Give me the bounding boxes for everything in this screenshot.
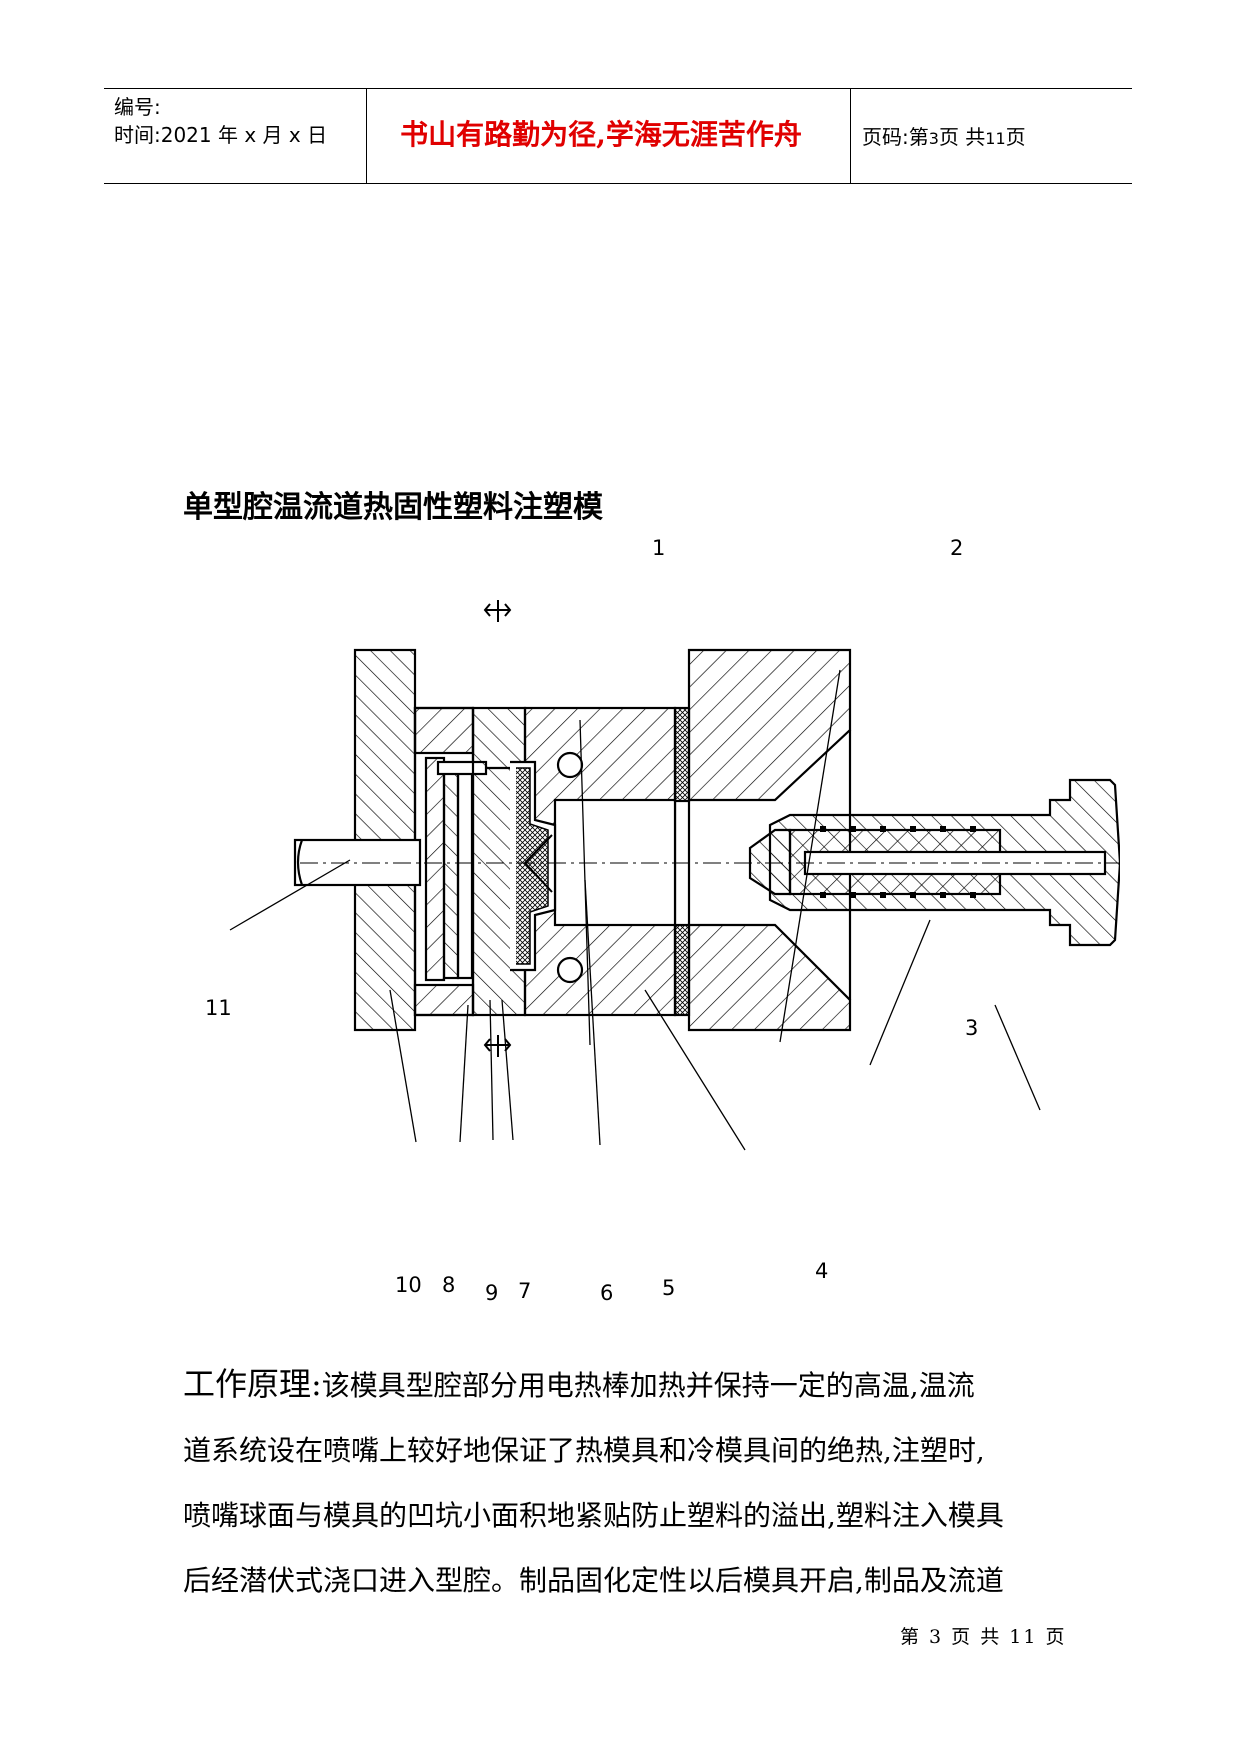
body-line-4: 后经潜伏式浇口进入型腔。制品固化定性以后模具开启,制品及流道: [183, 1564, 1004, 1597]
page-prefix: 页码:第: [862, 125, 929, 149]
label-3: 3: [965, 1016, 978, 1040]
label-5: 5: [662, 1276, 675, 1300]
body-line-2: 道系统设在喷嘴上较好地保证了热模具和冷模具间的绝热,注塑时,: [183, 1434, 985, 1467]
motto: 书山有路勤为径,学海无涯苦作舟: [400, 118, 802, 151]
body-lead: 工作原理:: [183, 1365, 322, 1403]
page-indicator: 页码:第3页 共11页: [862, 121, 1026, 150]
body-text: 工作原理:该模具型腔部分用电热棒加热并保持一定的高温,温流 道系统设在喷嘴上较好…: [183, 1352, 1063, 1613]
page-number: 3: [928, 129, 939, 148]
body-line-3: 喷嘴球面与模具的凹坑小面积地紧贴防止塑料的溢出,塑料注入模具: [183, 1499, 1004, 1532]
label-6: 6: [600, 1281, 613, 1305]
page-suffix: 页: [1005, 125, 1026, 149]
page-footer: 第 3 页 共 11 页: [900, 1626, 1067, 1648]
mold-diagram: 1 2 3 4 5 6 7 8 9 10 11: [190, 530, 1122, 1310]
label-8: 8: [442, 1273, 455, 1297]
label-4: 4: [815, 1259, 828, 1283]
document-title: 单型腔温流道热固性塑料注塑模: [183, 490, 603, 525]
label-9: 9: [485, 1281, 498, 1305]
page-total: 11: [985, 129, 1006, 148]
label-7: 7: [518, 1279, 531, 1303]
code-label: 编号:: [114, 95, 161, 119]
header-divider-2: [850, 89, 851, 183]
header-divider-1: [366, 89, 367, 183]
label-2: 2: [950, 536, 963, 560]
label-11: 11: [205, 996, 232, 1020]
header-left-cell: 编号: 时间:2021 年 x 月 x 日: [114, 93, 327, 149]
page-mid: 页 共: [938, 125, 986, 149]
label-10: 10: [395, 1273, 422, 1297]
body-line-1-text: 该模具型腔部分用电热棒加热并保持一定的高温,温流: [321, 1369, 975, 1402]
label-1: 1: [652, 536, 665, 560]
header-table: 编号: 时间:2021 年 x 月 x 日 书山有路勤为径,学海无涯苦作舟 页码…: [104, 88, 1132, 184]
time-label: 时间:2021 年 x 月 x 日: [114, 123, 328, 147]
body-line-1: 工作原理:该模具型腔部分用电热棒加热并保持一定的高温,温流: [183, 1352, 1063, 1418]
